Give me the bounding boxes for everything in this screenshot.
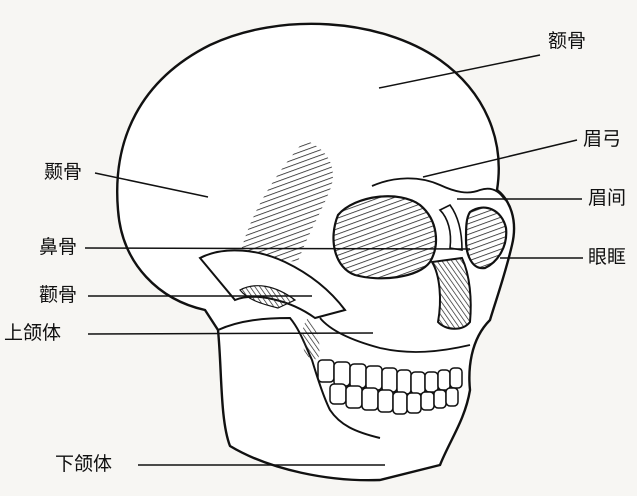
orbit-left bbox=[333, 196, 436, 278]
label-zygomatic: 颧骨 bbox=[39, 286, 77, 305]
label-mandible: 下颌体 bbox=[55, 455, 112, 474]
label-nasal: 鼻骨 bbox=[39, 238, 77, 257]
pointer-nasal bbox=[85, 248, 470, 249]
label-temporal: 颞骨 bbox=[44, 163, 82, 182]
pointer-maxilla bbox=[88, 333, 373, 334]
label-orbit: 眼眶 bbox=[588, 248, 626, 267]
cranium-outline bbox=[117, 24, 514, 480]
label-glabella: 眉间 bbox=[588, 189, 626, 208]
label-frontal: 额骨 bbox=[548, 32, 586, 51]
label-brow-ridge: 眉弓 bbox=[583, 130, 621, 149]
label-maxilla: 上颌体 bbox=[4, 324, 61, 343]
